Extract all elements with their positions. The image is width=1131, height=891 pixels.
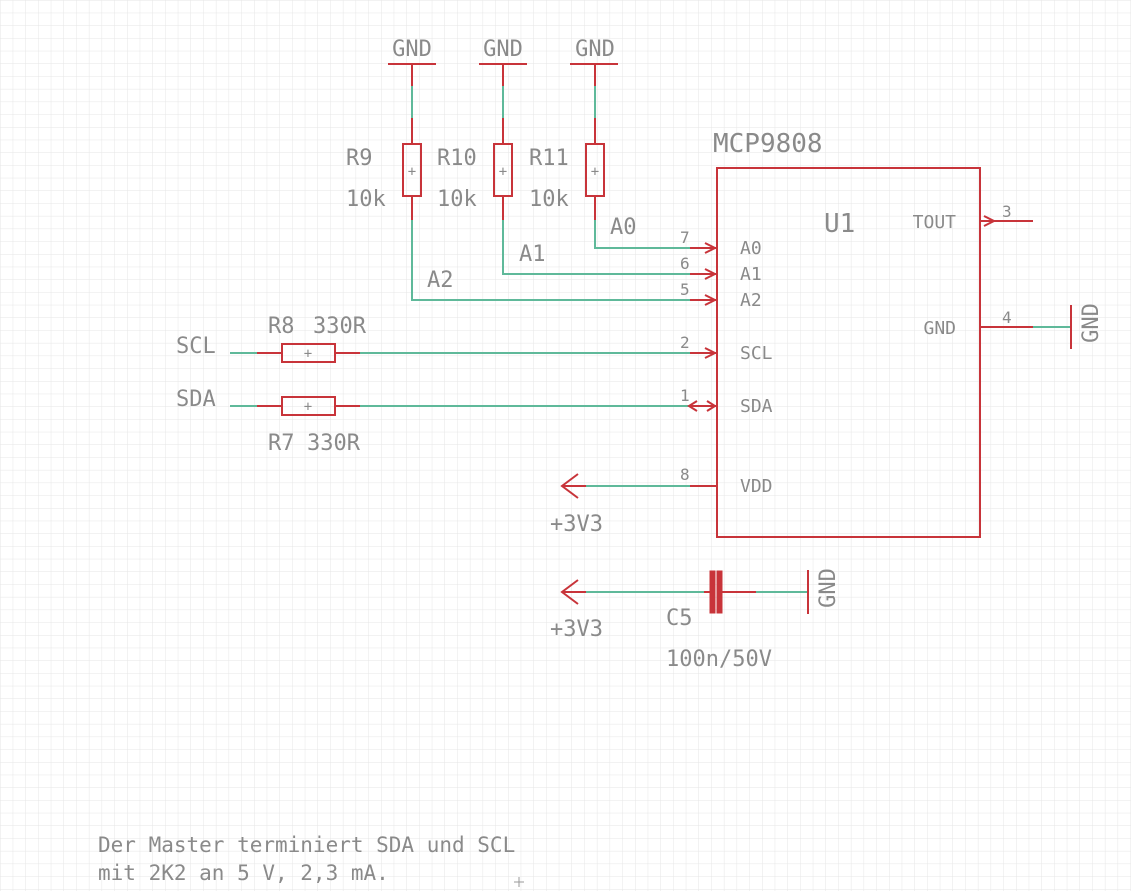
net-label-sda: SDA	[176, 387, 216, 412]
pin-scl[interactable]: 2 SCL	[680, 333, 773, 364]
resistor-value: 330R	[313, 314, 367, 339]
pin-name: SDA	[740, 396, 773, 417]
wire-a0[interactable]	[594, 220, 690, 249]
resistor-name: R7	[268, 431, 295, 456]
net-label-a2: A2	[427, 268, 454, 293]
chip-part: MCP9808	[713, 129, 823, 159]
gnd-label: GND	[1079, 303, 1104, 343]
resistor-r7[interactable]: + R7 330R	[257, 396, 361, 456]
pin-name: A0	[740, 238, 762, 259]
gnd-symbol-u1[interactable]: GND	[1070, 303, 1104, 349]
note-line-1: Der Master terminiert SDA und SCL	[98, 833, 515, 857]
resistor-value: 10k	[437, 187, 477, 212]
pin-a2[interactable]: 5 A2	[680, 280, 762, 311]
supply-label: +3V3	[550, 617, 603, 642]
gnd-label: GND	[392, 37, 432, 62]
pin-number: 4	[1002, 308, 1012, 327]
pin-number: 3	[1002, 202, 1012, 221]
pin-number: 7	[680, 228, 690, 247]
supply-symbol-cap[interactable]: +3V3	[550, 579, 603, 642]
note-line-2: mit 2K2 an 5 V, 2,3 mA.	[98, 861, 389, 885]
resistor-r9[interactable]: + R9 10k	[346, 118, 422, 220]
chip-u1[interactable]: MCP9808 U1 7 A0 6 A1 5 A2 2 SCL	[680, 129, 1033, 538]
resistor-name: R11	[529, 146, 569, 171]
resistor-r8[interactable]: + R8 330R	[257, 314, 367, 363]
svg-text:+: +	[499, 164, 507, 180]
resistor-name: R10	[437, 146, 477, 171]
pin-a0[interactable]: 7 A0	[680, 228, 762, 259]
chip-ref: U1	[824, 209, 855, 239]
gnd-label: GND	[483, 37, 523, 62]
net-label-a1: A1	[519, 242, 546, 267]
capacitor-name: C5	[666, 606, 693, 631]
gnd-label: GND	[575, 37, 615, 62]
gnd-label: GND	[816, 568, 841, 608]
net-label-a0: A0	[610, 215, 637, 240]
resistor-name: R9	[346, 146, 373, 171]
pin-number: 8	[680, 465, 690, 484]
capacitor-c5[interactable]: C5 100n/50V	[666, 570, 772, 672]
resistor-value: 10k	[529, 187, 569, 212]
capacitor-value: 100n/50V	[666, 647, 772, 672]
supply-label: +3V3	[550, 512, 603, 537]
gnd-symbol-r9[interactable]: GND	[388, 37, 436, 86]
pin-number: 5	[680, 280, 690, 299]
pin-gnd[interactable]: 4 GND	[923, 308, 1033, 339]
supply-symbol-vdd[interactable]: +3V3	[550, 473, 603, 537]
resistor-value: 10k	[346, 187, 386, 212]
pin-name: SCL	[740, 343, 773, 364]
pin-number: 1	[680, 386, 690, 405]
pin-vdd[interactable]: 8 VDD	[680, 465, 773, 497]
pin-name: A1	[740, 264, 762, 285]
svg-text:+: +	[408, 164, 416, 180]
net-label-scl: SCL	[176, 334, 216, 359]
svg-text:+: +	[304, 346, 312, 362]
pin-name: GND	[923, 318, 956, 339]
svg-text:+: +	[591, 164, 599, 180]
pin-number: 6	[680, 254, 690, 273]
gnd-symbol-cap[interactable]: GND	[807, 568, 841, 614]
pin-name: A2	[740, 290, 762, 311]
wire-a1[interactable]	[502, 220, 690, 275]
resistor-value: 330R	[307, 431, 361, 456]
resistor-name: R8	[268, 314, 295, 339]
pin-a1[interactable]: 6 A1	[680, 254, 762, 285]
resistor-r11[interactable]: + R11 10k	[529, 118, 605, 220]
pin-number: 2	[680, 333, 690, 352]
pin-name: TOUT	[913, 212, 957, 233]
resistor-r10[interactable]: + R10 10k	[437, 118, 513, 220]
pin-name: VDD	[740, 476, 773, 497]
gnd-symbol-r11[interactable]: GND	[570, 37, 618, 86]
pin-sda[interactable]: 1 SDA	[680, 386, 773, 417]
gnd-symbol-r10[interactable]: GND	[479, 37, 527, 86]
svg-text:+: +	[304, 399, 312, 415]
pin-tout[interactable]: 3 TOUT	[913, 202, 1033, 233]
wire-a2[interactable]	[411, 220, 690, 301]
